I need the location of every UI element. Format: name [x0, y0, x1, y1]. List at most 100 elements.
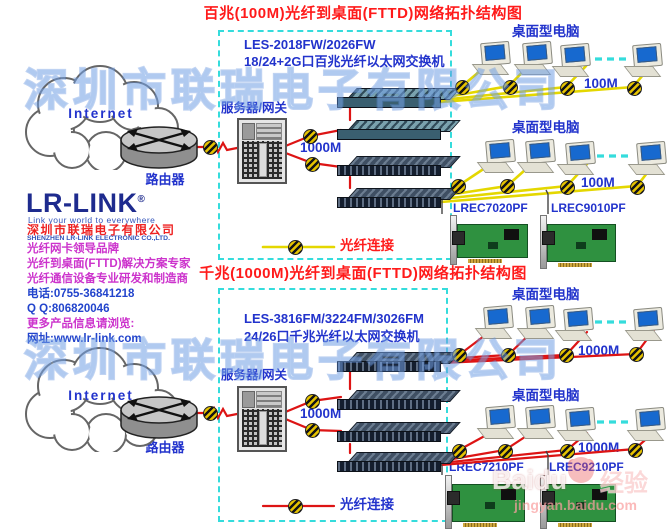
- legend-label-bottom: 光纤连接: [340, 497, 394, 512]
- fiber-nic-card: [540, 215, 616, 269]
- fiber-connector-icon: [627, 81, 642, 96]
- company-slogan-2: 光纤到桌面(FTTD)解决方案专家: [27, 258, 191, 270]
- nic-label: LREC9210PF: [549, 460, 624, 474]
- section1-switch-desc: 18/24+2G口百兆光纤以太网交换机: [244, 54, 445, 69]
- fiber-connector-icon: [452, 444, 467, 459]
- fiber-nic-card: [445, 475, 525, 529]
- router-icon: [120, 126, 198, 169]
- section1-boundary-box: [218, 30, 452, 260]
- section1-switch-model: LES-2018FW/2026FW: [244, 37, 376, 52]
- router-icon: [120, 396, 198, 439]
- fiber-connector-icon: [560, 81, 575, 96]
- company-slogan-1: 光纤网卡领导品牌: [27, 243, 119, 255]
- fiber-connector-icon: [630, 180, 645, 195]
- registered-mark: ®: [137, 194, 146, 205]
- legend-label-top: 光纤连接: [340, 238, 394, 253]
- fiber-connector-icon: [305, 157, 320, 172]
- fiber-connector-icon: [503, 80, 518, 95]
- fiber-switch: [337, 390, 461, 410]
- router-label-bottom: 路由器: [145, 440, 185, 455]
- fiber-connector-icon: [451, 179, 466, 194]
- company-tagline: Link your world to everywhere: [28, 215, 156, 225]
- fiber-connector-icon: [559, 348, 574, 363]
- nic-label: LREC7020PF: [453, 201, 528, 215]
- fiber-switch: [337, 156, 461, 176]
- desktop-computer: [471, 40, 512, 76]
- section2-boundary-box: [218, 288, 448, 522]
- server-gateway-top: [237, 118, 287, 184]
- speed-label: 100M: [581, 175, 615, 190]
- fiber-connector-icon: [305, 394, 320, 409]
- company-qq: Q Q:806820046: [27, 303, 110, 315]
- desktop-computer: [516, 404, 557, 440]
- fiber-connector-icon: [288, 240, 303, 255]
- section2-switch-desc: 24/26口千兆光纤以太网交换机: [244, 329, 420, 344]
- fiber-connector-icon: [288, 499, 303, 514]
- fiber-connector-icon: [498, 444, 513, 459]
- nic-label: LREC9010PF: [551, 201, 626, 215]
- fiber-connector-icon: [303, 129, 318, 144]
- server-vent: [242, 391, 255, 408]
- internet-cloud-bottom: Internet: [12, 344, 190, 455]
- desktop-computer: [626, 406, 667, 442]
- fiber-connector-icon: [455, 80, 470, 95]
- desktop-row-label: 桌面型电脑: [512, 24, 580, 39]
- router-top: [116, 120, 202, 179]
- desktop-computer: [554, 306, 595, 342]
- desktop-computer: [516, 304, 557, 340]
- company-website: 网址:www.lr-link.com: [27, 333, 142, 345]
- desktop-computer: [476, 404, 517, 440]
- internet-label: Internet: [68, 106, 134, 121]
- server-label-bottom: 服务器/网关: [221, 368, 287, 382]
- desktop-row-label: 桌面型电脑: [512, 120, 580, 135]
- router-label-top: 路由器: [145, 172, 185, 187]
- fiber-nic-card: [450, 215, 528, 265]
- speed-label: 100M: [584, 76, 618, 91]
- fiber-switch: [337, 188, 461, 208]
- desktop-computer: [556, 140, 597, 176]
- fiber-connector-icon: [452, 348, 467, 363]
- fiber-connector-icon: [560, 444, 575, 459]
- company-phone: 电话:0755-36841218: [27, 288, 135, 300]
- lr-link-logo: LR-LINK®: [26, 188, 146, 218]
- fiber-connector-icon: [628, 443, 643, 458]
- fiber-connector-icon: [501, 348, 516, 363]
- server-slot: [259, 411, 267, 445]
- server-label-top: 服务器/网关: [221, 101, 287, 115]
- server-gateway-bottom: [237, 386, 287, 452]
- fiber-connector-icon: [203, 406, 218, 421]
- fiber-connector-icon: [560, 180, 575, 195]
- desktop-computer: [551, 42, 592, 78]
- fiber-switch: [337, 120, 461, 140]
- desktop-row-label: 桌面型电脑: [512, 287, 580, 302]
- company-name-en: SHENZHEN LR-LINK ELECTRONIC CO.,LTD.: [27, 235, 170, 242]
- server-drive-bays: [256, 123, 282, 140]
- server-slot: [259, 143, 267, 177]
- fiber-connector-icon: [629, 347, 644, 362]
- desktop-row-label: 桌面型电脑: [512, 388, 580, 403]
- company-slogan-3: 光纤通信设备专业研发和制造商: [27, 273, 188, 285]
- desktop-computer: [474, 304, 515, 340]
- desktop-computer: [556, 406, 597, 442]
- desktop-computer: [627, 140, 668, 176]
- internet-label: Internet: [68, 388, 134, 403]
- section2-switch-model: LES-3816FM/3224FM/3026FM: [244, 311, 424, 326]
- fiber-switch: [337, 352, 461, 372]
- fiber-switch: [337, 422, 461, 442]
- section2-title: 千兆(1000M)光纤到桌面(FTTD)网络拓扑结构图: [199, 265, 527, 282]
- desktop-computer: [513, 40, 554, 76]
- desktop-computer: [624, 306, 665, 342]
- server-drive-bays: [256, 391, 282, 408]
- fiber-switch: [337, 88, 461, 108]
- cloud-icon: [25, 347, 179, 455]
- company-name-cn: 深圳市联瑞电子有限公司: [27, 223, 176, 237]
- desktop-computer: [623, 42, 664, 78]
- fiber-nic-card: [540, 475, 616, 529]
- more-computers-ellipsis: [595, 57, 633, 424]
- fiber-connector-icon: [500, 179, 515, 194]
- uplink-speed-bottom: 1000M: [300, 406, 342, 421]
- fiber-switch: [337, 452, 461, 472]
- desktop-computer: [516, 138, 557, 174]
- fiber-connector-icon: [305, 423, 320, 438]
